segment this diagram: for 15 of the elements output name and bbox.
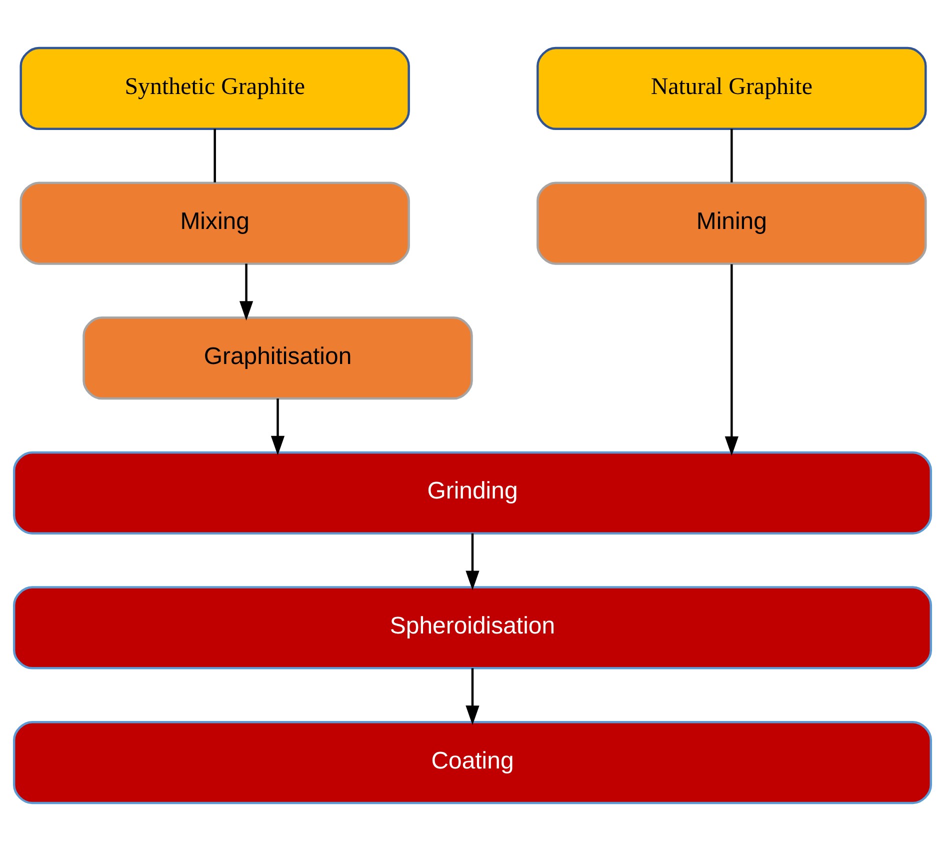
arrow [239, 263, 254, 320]
node-box: Synthetic Graphite [20, 46, 410, 130]
node-box: Coating [12, 720, 932, 804]
arrow [466, 668, 480, 725]
connector [214, 128, 216, 182]
node-box: Spheroidisation [12, 586, 932, 669]
node-box: Graphitisation [82, 316, 473, 400]
arrow [270, 398, 285, 455]
arrow [724, 264, 738, 456]
node-box: Mixing [20, 181, 410, 264]
node-box: Grinding [12, 450, 932, 534]
connector [730, 128, 733, 182]
node-box: Mining [536, 181, 927, 264]
node-box: Natural Graphite [536, 46, 927, 130]
arrow [466, 532, 480, 590]
